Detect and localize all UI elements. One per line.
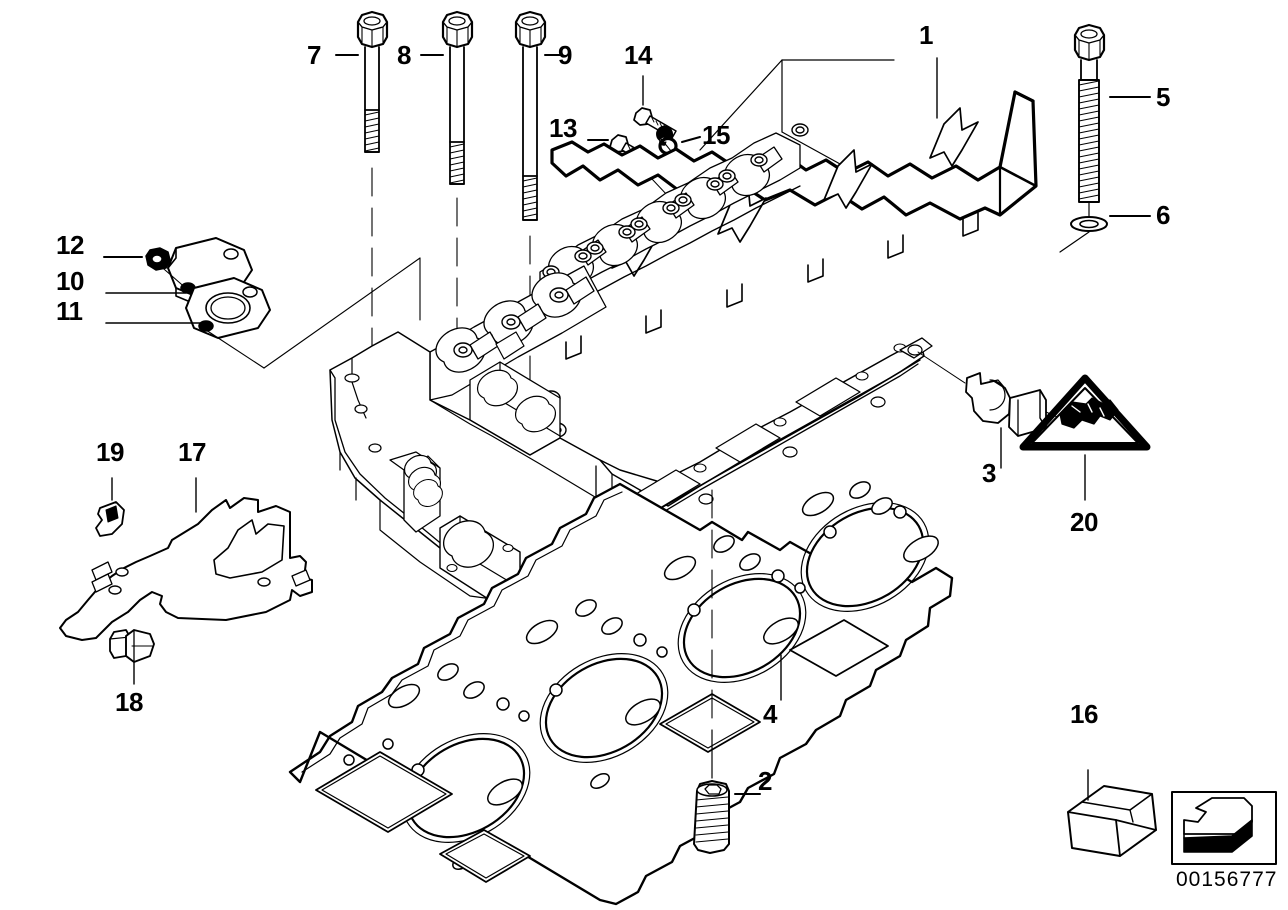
callout-label-15: 15 — [702, 120, 730, 150]
callout-label-4: 4 — [763, 699, 777, 729]
callout-label-9: 9 — [558, 40, 572, 70]
temperature-sensor-graphic — [917, 351, 1065, 469]
callout-label-17: 17 — [178, 437, 206, 467]
head-bolt-8-graphic — [420, 10, 474, 381]
callout-label-13: 13 — [549, 113, 577, 143]
callout-label-5: 5 — [1156, 82, 1170, 112]
heat-shield-bracket-graphic — [59, 477, 313, 641]
callout-label-6: 6 — [1156, 200, 1170, 230]
sealing-plug-graphic — [693, 489, 761, 854]
connector-warning-symbol-graphic — [1019, 374, 1151, 501]
callout-label-7: 7 — [307, 40, 321, 70]
fillister-head-screw-graphic — [109, 629, 155, 685]
cover-plate-assembly-graphic — [103, 237, 421, 369]
cylinder-head-gasket-graphic — [288, 481, 954, 906]
callout-label-16: 16 — [1070, 699, 1098, 729]
callout-label-14: 14 — [624, 40, 652, 70]
callout-label-8: 8 — [397, 40, 411, 70]
repair-kit-box-graphic — [1067, 769, 1157, 857]
callout-label-11: 11 — [56, 296, 83, 326]
camshaft-bearing-caps-front-graphic — [429, 265, 607, 456]
clip-bracket-graphic — [95, 477, 125, 537]
callout-1-leader — [699, 57, 938, 187]
head-bolt-7-graphic — [335, 10, 389, 353]
callout-label-2: 2 — [758, 766, 772, 796]
callout-label-1: 1 — [919, 20, 933, 50]
camshaft-bearing-caps-graphic — [539, 123, 809, 311]
callout-label-18: 18 — [115, 687, 143, 717]
callout-label-19: 19 — [96, 437, 124, 467]
direction-icon-box — [1171, 791, 1277, 865]
head-bolt-5-graphic — [1059, 23, 1151, 253]
diagram-id-number: 00156777 — [1176, 868, 1278, 891]
callout-label-10: 10 — [56, 266, 84, 296]
head-bolt-9-graphic — [514, 10, 561, 421]
callout-label-20: 20 — [1070, 507, 1098, 537]
callout-label-12: 12 — [56, 230, 84, 260]
callout-label-3: 3 — [982, 458, 996, 488]
